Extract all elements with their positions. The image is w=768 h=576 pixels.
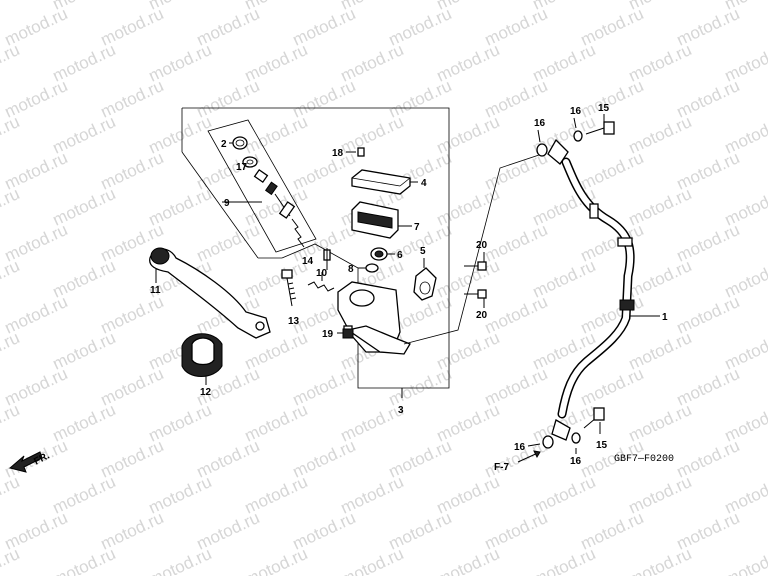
leader-lines bbox=[403, 153, 660, 345]
part-9-piston-set bbox=[222, 168, 305, 248]
callout-4: 4 bbox=[421, 178, 427, 189]
part-1-brake-hose bbox=[547, 138, 635, 441]
callout-16-top-left: 16 bbox=[534, 118, 546, 129]
watermark-text: motod.ru bbox=[626, 544, 695, 576]
watermark-text: motod.ru bbox=[50, 544, 119, 576]
watermark-text: motod.ru bbox=[0, 256, 22, 302]
callout-16-bottom-left: 16 bbox=[514, 442, 526, 453]
part-15-bolts bbox=[527, 114, 615, 454]
part-13-bolt bbox=[281, 269, 297, 307]
part-19-screw bbox=[337, 328, 354, 339]
front-arrow bbox=[8, 451, 43, 473]
part-10-spring bbox=[307, 272, 335, 292]
ref-arrow bbox=[517, 450, 541, 463]
watermark-text: motod.ru bbox=[0, 184, 22, 230]
callout-13: 13 bbox=[288, 316, 300, 327]
part-18-screw bbox=[346, 147, 365, 157]
part-12-lever-holder bbox=[181, 333, 223, 385]
callout-11: 11 bbox=[150, 285, 161, 296]
callout-18: 18 bbox=[332, 148, 344, 159]
part-3-master-cylinder bbox=[337, 281, 411, 355]
watermark-text: motod.ru bbox=[0, 40, 22, 86]
watermark-text: motod.ru bbox=[242, 544, 311, 576]
callout-16-top-right: 16 bbox=[570, 106, 582, 117]
callout-10: 10 bbox=[316, 268, 328, 279]
part-5-holder bbox=[413, 258, 437, 301]
callout-8: 8 bbox=[348, 264, 354, 275]
part-7-diaphragm bbox=[351, 201, 412, 239]
part-20-bolts bbox=[464, 252, 487, 308]
callout-19: 19 bbox=[322, 329, 334, 340]
callout-20-top: 20 bbox=[476, 240, 488, 251]
watermark-text: motod.ru bbox=[0, 112, 22, 158]
callout-5: 5 bbox=[420, 246, 426, 257]
callout-1: 1 bbox=[662, 312, 668, 323]
watermark-text: motod.ru bbox=[0, 0, 22, 14]
callout-16-bottom-right: 16 bbox=[570, 456, 582, 467]
callout-15-bottom: 15 bbox=[596, 440, 608, 451]
watermark-text: motod.ru bbox=[0, 472, 22, 518]
part-17-circlip bbox=[242, 156, 258, 168]
callout-15-top: 15 bbox=[598, 103, 610, 114]
watermark-text: motod.ru bbox=[722, 544, 768, 576]
part-8-ring bbox=[358, 263, 379, 273]
callout-6: 6 bbox=[397, 250, 403, 261]
diagram-code: GBF7—F0200 bbox=[614, 454, 674, 465]
callout-14: 14 bbox=[302, 256, 314, 267]
callout-20-bottom: 20 bbox=[476, 310, 488, 321]
part-2-boot bbox=[229, 136, 248, 150]
part-16-washers bbox=[536, 130, 583, 449]
group-frame-3 bbox=[181, 107, 450, 398]
group-frame-9 bbox=[207, 119, 317, 253]
watermark-text: motod.ru bbox=[338, 544, 407, 576]
watermark-text: motod.ru bbox=[530, 544, 599, 576]
watermark-text: motod.ru bbox=[434, 544, 503, 576]
part-14-pivot-bolt bbox=[323, 248, 331, 270]
callout-7: 7 bbox=[414, 222, 420, 233]
part-4-reservoir-cap bbox=[351, 169, 418, 195]
ref-label-f7: F-7 bbox=[494, 462, 509, 473]
callout-12: 12 bbox=[200, 387, 212, 398]
callout-17: 17 bbox=[236, 162, 248, 173]
callout-3: 3 bbox=[398, 405, 404, 416]
callout-9: 9 bbox=[224, 198, 230, 209]
callout-2: 2 bbox=[221, 139, 227, 150]
part-6-float bbox=[370, 247, 395, 261]
part-11-brake-lever bbox=[149, 247, 271, 339]
watermark-text: motod.ru bbox=[0, 328, 22, 374]
watermark-text: motod.ru bbox=[0, 400, 22, 446]
watermark-text: motod.ru bbox=[146, 544, 215, 576]
